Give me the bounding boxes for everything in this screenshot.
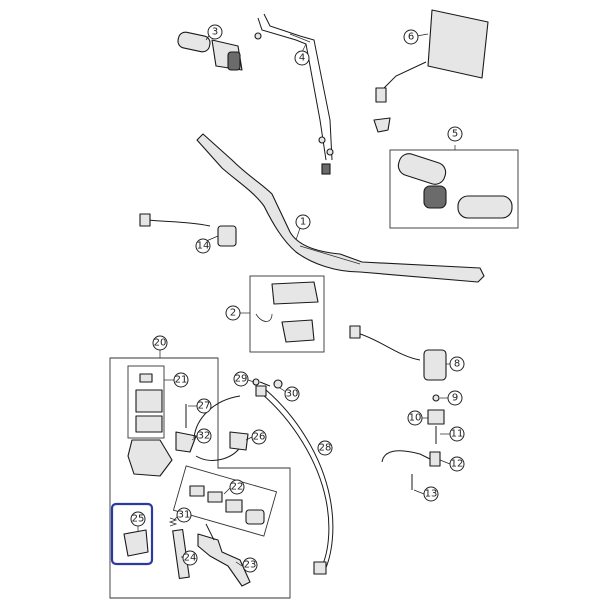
kill-switch (139, 213, 237, 247)
callout-27: 27 (196, 398, 212, 414)
svg-text:24: 24 (184, 553, 197, 564)
svg-text:2: 2 (230, 308, 236, 319)
clutch-hose (255, 385, 334, 575)
callout-22: 22 (229, 479, 245, 495)
throttle-cable-set (254, 13, 334, 175)
svg-text:14: 14 (197, 241, 210, 252)
callout-29: 29 (233, 371, 249, 387)
svg-text:25: 25 (132, 514, 145, 525)
clutch-assembly-box (109, 357, 291, 599)
callout-13: 13 (423, 486, 439, 502)
callout-11: 11 (449, 426, 465, 442)
handlebar (196, 133, 485, 283)
callout-5: 5 (447, 126, 463, 142)
svg-text:6: 6 (408, 32, 414, 43)
callout-23: 23 (242, 557, 258, 573)
callout-1: 1 (295, 214, 311, 230)
callout-9: 9 (447, 390, 463, 406)
clutch-lever (197, 523, 251, 587)
svg-text:13: 13 (425, 489, 438, 500)
grip-set-box (389, 149, 519, 229)
svg-text:4: 4 (299, 53, 305, 64)
svg-text:11: 11 (451, 429, 464, 440)
svg-text:8: 8 (454, 359, 460, 370)
svg-text:31: 31 (178, 510, 191, 521)
callout-25: 25 (130, 511, 146, 527)
svg-text:23: 23 (244, 560, 257, 571)
clutch-fitting-highlighted (110, 502, 154, 566)
svg-text:12: 12 (451, 459, 464, 470)
svg-text:26: 26 (253, 432, 266, 443)
mirror (373, 9, 489, 133)
callout-31: 31 (176, 507, 192, 523)
callout-12: 12 (449, 456, 465, 472)
callout-32: 32 (196, 428, 212, 444)
callout-14: 14 (195, 238, 211, 254)
svg-text:9: 9 (452, 393, 458, 404)
callout-26: 26 (251, 429, 267, 445)
callout-21: 21 (173, 372, 189, 388)
callout-4: 4 (294, 50, 310, 66)
svg-text:22: 22 (231, 482, 244, 493)
callout-2: 2 (225, 305, 241, 321)
callout-28: 28 (317, 440, 333, 456)
callout-30: 30 (284, 386, 300, 402)
callout-8: 8 (449, 356, 465, 372)
screws (252, 378, 283, 389)
svg-text:30: 30 (286, 389, 299, 400)
svg-text:10: 10 (409, 413, 422, 424)
svg-text:20: 20 (154, 338, 167, 349)
callout-10: 10 (407, 410, 423, 426)
svg-text:32: 32 (198, 431, 211, 442)
throttle-grip (177, 31, 243, 71)
callout-24: 24 (182, 550, 198, 566)
adjuster-bolt (168, 517, 190, 580)
callout-20: 20 (152, 335, 168, 351)
callout-3: 3 (207, 24, 223, 40)
svg-text:29: 29 (235, 374, 248, 385)
svg-text:27: 27 (198, 401, 211, 412)
svg-text:28: 28 (319, 443, 332, 454)
clutch-switch-parts (381, 394, 445, 490)
svg-text:3: 3 (212, 27, 218, 38)
light-switch (349, 325, 447, 381)
svg-text:5: 5 (452, 129, 458, 140)
callout-6: 6 (403, 29, 419, 45)
handlebar-clamp-box (249, 275, 325, 353)
svg-text:21: 21 (175, 375, 188, 386)
master-cylinder-kit (172, 465, 278, 537)
svg-text:1: 1 (300, 217, 306, 228)
